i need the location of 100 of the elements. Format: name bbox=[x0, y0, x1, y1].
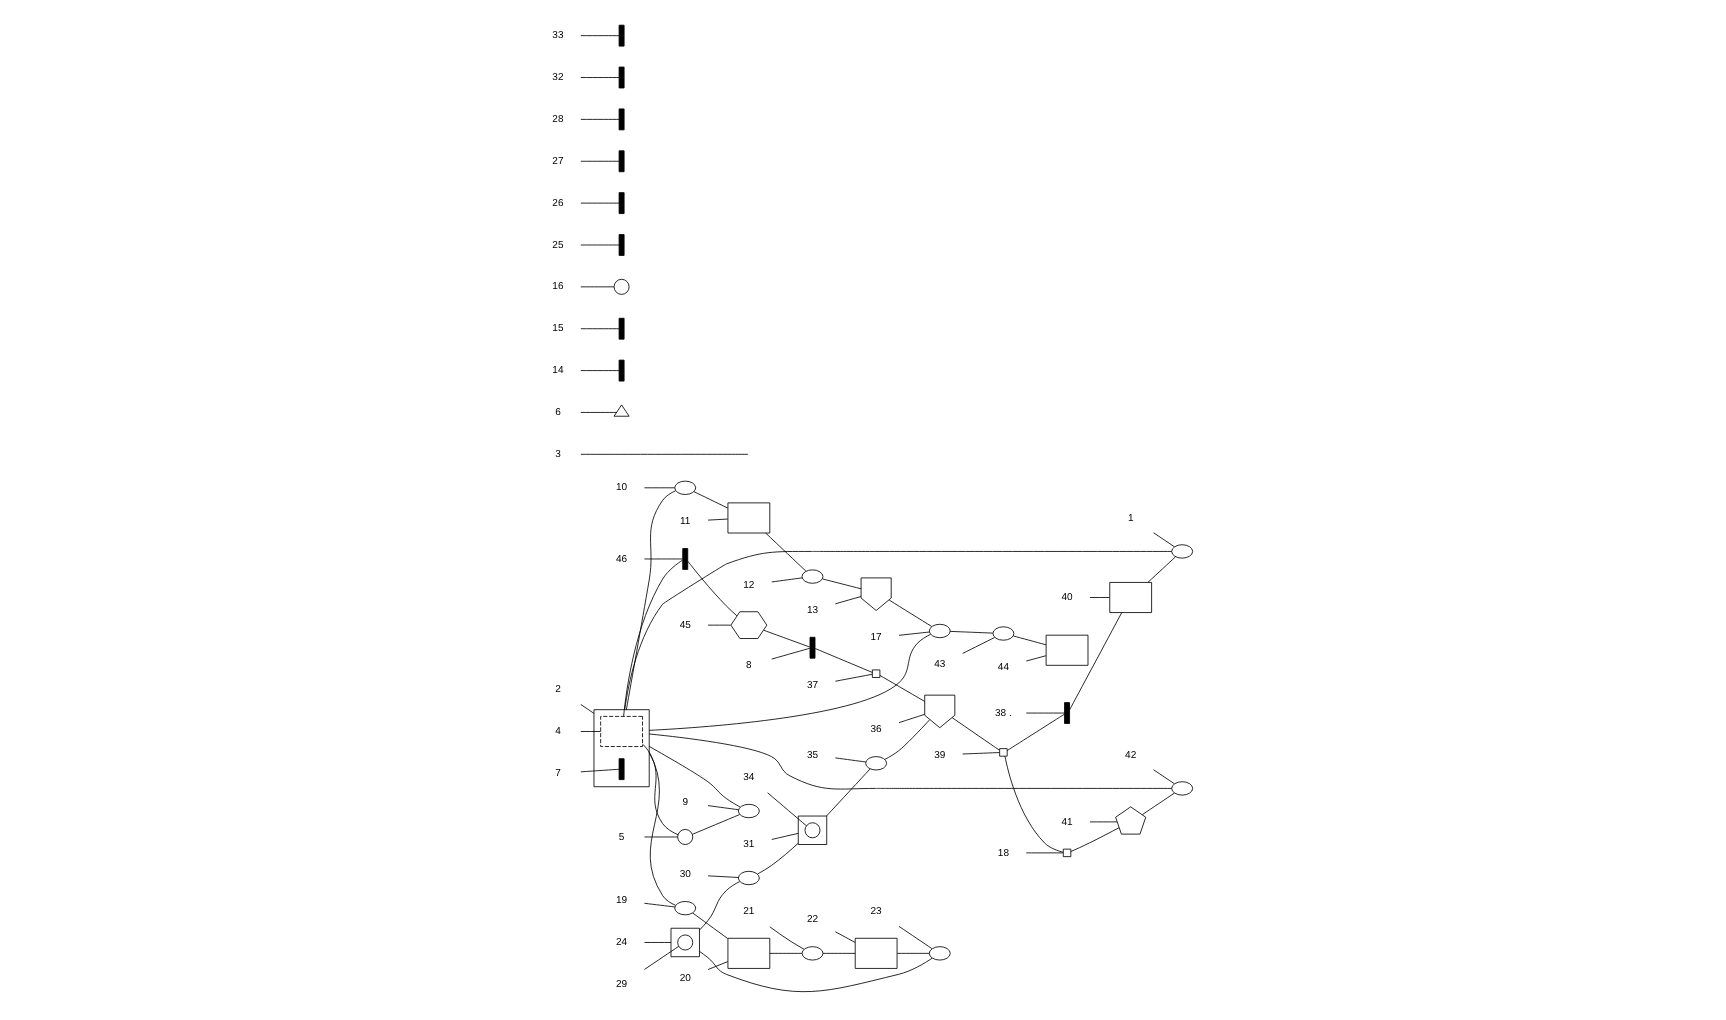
connector bbox=[647, 746, 740, 808]
connector bbox=[643, 558, 682, 560]
node-pump bbox=[1170, 781, 1193, 796]
node-pump bbox=[673, 901, 696, 916]
connector bbox=[961, 752, 999, 755]
connector bbox=[764, 532, 806, 572]
connector bbox=[1140, 792, 1174, 816]
connector bbox=[686, 560, 737, 617]
connector bbox=[579, 202, 619, 204]
connector bbox=[643, 836, 678, 838]
connector bbox=[887, 599, 932, 627]
connector bbox=[706, 961, 728, 970]
connector bbox=[813, 648, 872, 673]
connector bbox=[833, 931, 855, 943]
connector bbox=[768, 952, 802, 954]
connector bbox=[692, 491, 728, 509]
connector bbox=[706, 875, 738, 878]
node-bar bbox=[808, 636, 815, 659]
connector bbox=[706, 518, 728, 521]
connector bbox=[643, 942, 671, 943]
connector bbox=[579, 412, 616, 413]
connector bbox=[647, 733, 1172, 790]
connector bbox=[579, 160, 619, 162]
connector bbox=[948, 630, 993, 634]
connector bbox=[691, 912, 728, 939]
connector bbox=[1069, 827, 1119, 852]
connector bbox=[878, 675, 925, 702]
connector bbox=[825, 768, 870, 817]
node-bar bbox=[617, 317, 624, 340]
node-pump bbox=[1170, 544, 1193, 559]
node-pump bbox=[800, 946, 823, 961]
node-pump bbox=[927, 946, 950, 961]
connector bbox=[1088, 597, 1109, 598]
node-bar bbox=[617, 234, 624, 256]
connector bbox=[833, 596, 861, 605]
connector bbox=[579, 77, 619, 78]
connector bbox=[579, 118, 619, 120]
connector bbox=[624, 490, 676, 711]
connector bbox=[579, 328, 619, 330]
connector bbox=[579, 768, 619, 773]
cluster bbox=[592, 709, 649, 788]
node-tank bbox=[923, 694, 955, 729]
connector bbox=[706, 624, 730, 626]
connector bbox=[643, 487, 674, 489]
node-bar bbox=[617, 359, 624, 382]
connector bbox=[706, 805, 738, 811]
connector bbox=[698, 881, 740, 931]
node-bar bbox=[617, 66, 624, 89]
node-box bbox=[1044, 634, 1088, 666]
node-pump bbox=[991, 626, 1014, 641]
connector bbox=[961, 637, 995, 654]
node-bar bbox=[681, 548, 688, 570]
node-box bbox=[1108, 582, 1152, 613]
node-box bbox=[853, 937, 897, 969]
connector bbox=[883, 719, 929, 760]
node-bar bbox=[617, 108, 624, 131]
node-pump bbox=[673, 480, 696, 495]
node-pump bbox=[927, 623, 950, 639]
connector bbox=[821, 952, 855, 954]
connector bbox=[1146, 556, 1175, 583]
node-bar bbox=[617, 758, 624, 781]
connector bbox=[1012, 635, 1046, 646]
connector bbox=[897, 631, 929, 636]
connector bbox=[622, 559, 682, 717]
node-circle bbox=[676, 829, 693, 845]
node-circle bbox=[612, 278, 629, 295]
node-triangle bbox=[612, 404, 629, 417]
node-tank bbox=[859, 577, 891, 611]
connector bbox=[1005, 713, 1064, 751]
connector bbox=[762, 629, 810, 648]
connector bbox=[1068, 612, 1122, 711]
connector bbox=[770, 577, 802, 583]
connector bbox=[623, 551, 1172, 711]
node-bar bbox=[617, 24, 624, 47]
connector bbox=[579, 244, 619, 246]
node-valve bbox=[870, 669, 880, 678]
node-pump bbox=[737, 803, 759, 819]
connector bbox=[643, 902, 675, 908]
connector bbox=[833, 673, 872, 682]
node-pump bbox=[737, 870, 759, 886]
cluster bbox=[669, 927, 699, 958]
connector bbox=[579, 731, 600, 732]
connector bbox=[579, 453, 748, 455]
connector bbox=[766, 792, 806, 827]
connector bbox=[756, 842, 798, 875]
node-box bbox=[726, 937, 770, 969]
connector bbox=[647, 633, 930, 731]
node-box bbox=[599, 716, 642, 747]
node-box bbox=[726, 502, 770, 534]
connector bbox=[1152, 532, 1174, 548]
connector bbox=[950, 717, 999, 751]
node-valve bbox=[1061, 848, 1071, 858]
connector bbox=[643, 945, 679, 970]
node-pump bbox=[800, 569, 823, 584]
connector bbox=[1024, 852, 1063, 854]
connector bbox=[1024, 712, 1064, 714]
connector bbox=[897, 713, 924, 724]
node-hexagon bbox=[729, 611, 767, 639]
node-bar bbox=[617, 150, 624, 173]
connector bbox=[579, 35, 619, 37]
